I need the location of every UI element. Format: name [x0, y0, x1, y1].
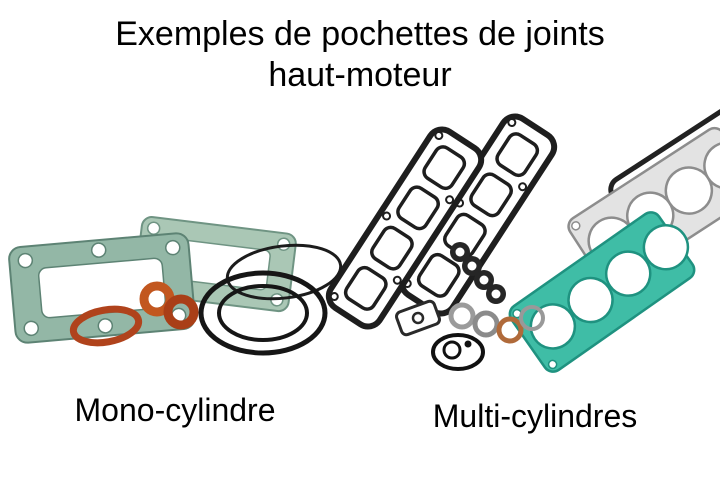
page-title: Exemples de pochettes de joints haut-mot…: [0, 14, 720, 97]
caption-mono-cylindre: Mono-cylindre: [74, 392, 276, 428]
mono-cylinder-gasket-set: [8, 216, 343, 356]
oval-gasket: [431, 333, 485, 371]
title-line-1: Exemples de pochettes de joints: [115, 15, 605, 53]
cam-cover-gasket-front: [325, 126, 485, 330]
valve-seal-grommets: [450, 242, 506, 304]
cylinder-gasket-teal: [8, 232, 196, 344]
head-gasket-teal: [508, 211, 696, 373]
copper-washers: [139, 281, 199, 330]
small-washers: [448, 302, 545, 344]
o-rings: [198, 243, 343, 356]
small-plate-gasket: [395, 299, 441, 337]
multi-cylinder-gasket-set: [325, 95, 720, 373]
title-line-2: haut-moteur: [268, 56, 452, 95]
caption-multi-cylindres: Multi-cylindres: [432, 398, 638, 434]
exhaust-oval-ring: [69, 305, 143, 347]
